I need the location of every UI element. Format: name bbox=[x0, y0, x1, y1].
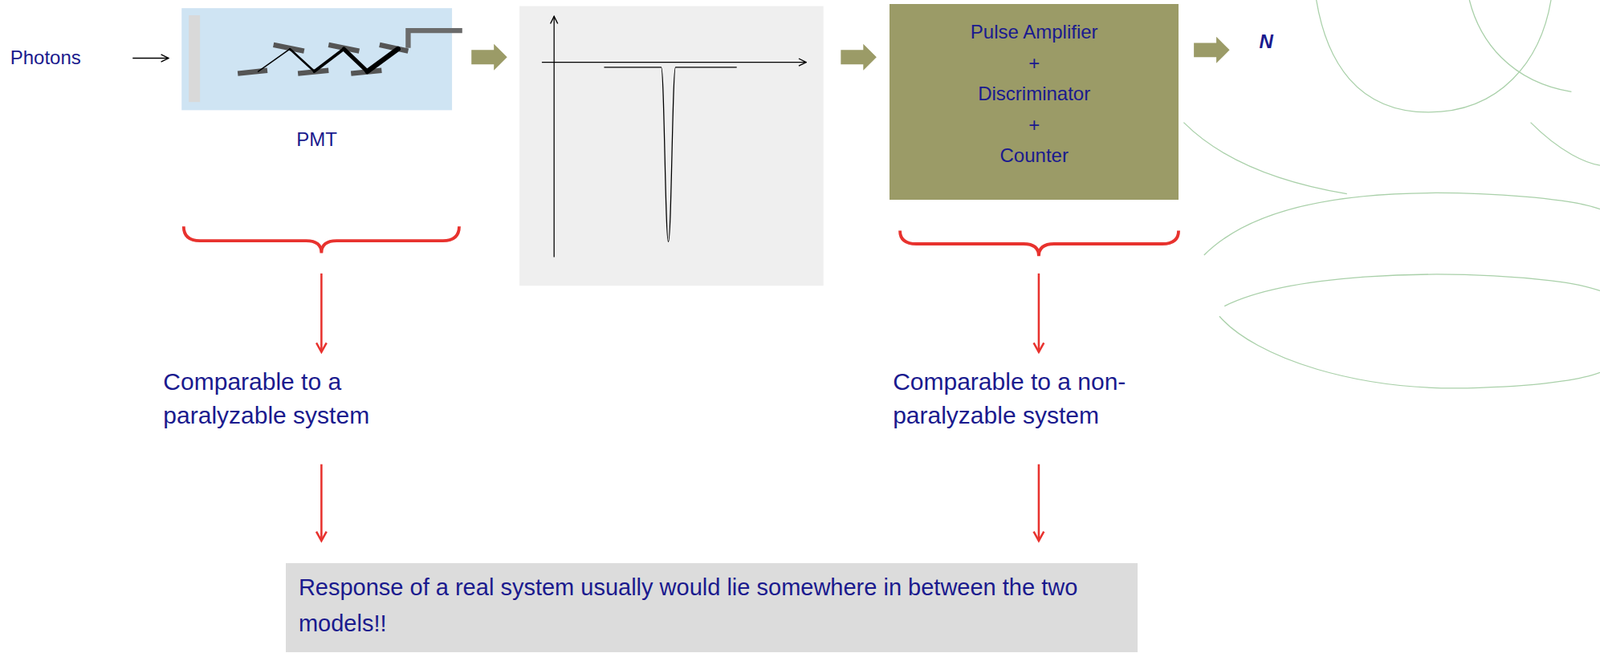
pmt-housing bbox=[181, 8, 452, 110]
anode bbox=[407, 30, 462, 49]
pmt-box: PMT bbox=[181, 8, 452, 110]
photon-arrow bbox=[132, 57, 168, 60]
input-label: Photons bbox=[10, 45, 82, 70]
processing-box: Pulse Amplifier+Discriminator+Counter bbox=[889, 4, 1179, 200]
pulse-plot bbox=[519, 6, 824, 286]
note-box: Response of a real system usually would … bbox=[285, 563, 1138, 653]
box-text: + bbox=[1028, 109, 1040, 142]
y-axis bbox=[553, 16, 555, 257]
box-text: Counter bbox=[1000, 140, 1069, 172]
brace bbox=[183, 226, 1179, 257]
x-axis bbox=[541, 61, 807, 63]
box-text: + bbox=[1028, 48, 1040, 80]
background-swirls bbox=[1183, 0, 1600, 389]
model-note: Comparable to a non-paralyzable system bbox=[892, 365, 1150, 433]
model-note: Comparable to a paralyzable system bbox=[162, 365, 384, 433]
output-label: N bbox=[1258, 29, 1273, 54]
box-text: Response of a real system usually would … bbox=[298, 569, 1125, 643]
box-text: Pulse Amplifier bbox=[970, 16, 1099, 49]
pulse-trace bbox=[603, 67, 737, 242]
component-label: PMT bbox=[181, 127, 452, 152]
photocathode bbox=[188, 15, 200, 102]
dynodes bbox=[237, 44, 408, 74]
box-text: Discriminator bbox=[977, 78, 1091, 110]
electron-path bbox=[258, 48, 399, 72]
